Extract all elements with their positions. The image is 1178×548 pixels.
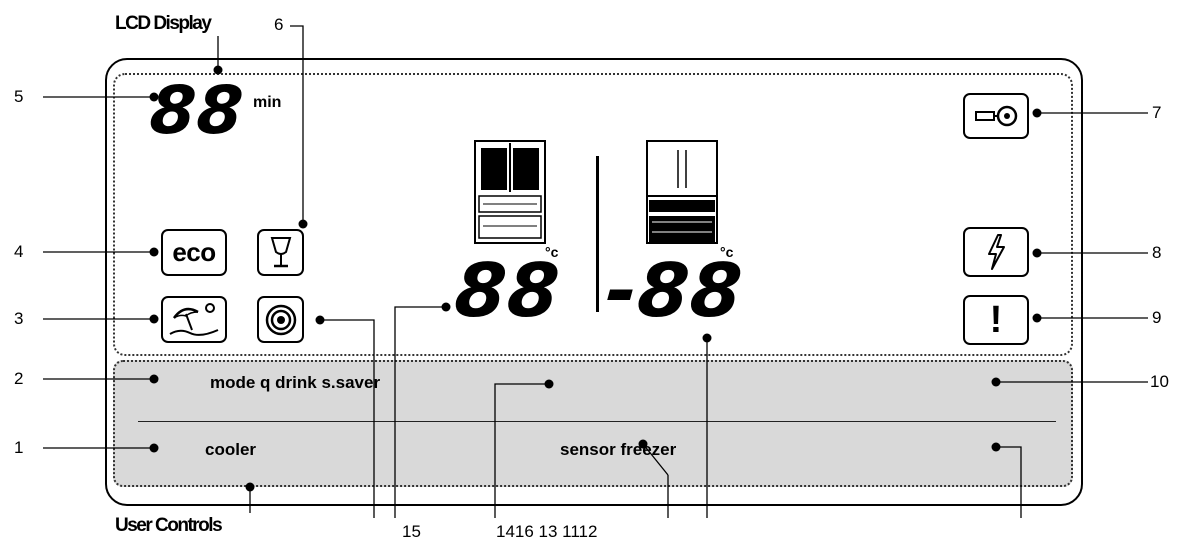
callout-9: 9 [1152, 308, 1162, 327]
callout-15: 15 [402, 522, 421, 541]
target-icon [265, 304, 296, 335]
controls-divider [138, 421, 1056, 422]
user-controls-heading: User Controls [115, 515, 223, 536]
callout-7: 7 [1152, 103, 1162, 122]
freezer-icon [646, 140, 718, 244]
fridge-icon [474, 140, 546, 244]
callout-2: 2 [14, 369, 24, 388]
row1-label: mode q drink s.saver [210, 373, 381, 392]
eco-icon: eco [172, 237, 216, 267]
vacation-umbrella-icon [169, 302, 219, 336]
callout-10: 10 [1150, 372, 1169, 391]
key-lock-icon [975, 105, 1018, 127]
cooler-label: cooler [205, 440, 257, 459]
freezer-temp-unit: °c [720, 244, 734, 260]
cooler-temp-unit: °c [545, 244, 559, 260]
compartment-separator [596, 156, 599, 312]
lcd-display-area [113, 73, 1073, 356]
alert-button[interactable]: ! [963, 295, 1029, 345]
alert-icon: ! [989, 299, 1003, 341]
lcd-display-heading: LCD Display [115, 13, 212, 34]
vacation-button[interactable] [161, 296, 227, 343]
drink-button[interactable] [257, 229, 304, 276]
callout-bottom-group: 1416 13 1112 [496, 522, 598, 541]
user-controls-area [113, 360, 1073, 487]
callout-3: 3 [14, 309, 24, 328]
eco-button[interactable]: eco [161, 229, 227, 276]
callout-6: 6 [274, 15, 284, 34]
timer-unit: min [253, 94, 282, 111]
callout-8: 8 [1152, 243, 1162, 262]
callout-5: 5 [14, 87, 24, 106]
power-button[interactable] [963, 227, 1029, 277]
panel-frame [105, 58, 1083, 506]
target-button[interactable] [257, 296, 304, 343]
callout-1: 1 [14, 438, 24, 457]
callout-4: 4 [14, 242, 24, 261]
lightning-icon [988, 234, 1005, 270]
lock-button[interactable] [963, 93, 1029, 139]
drink-glass-icon [270, 236, 291, 267]
